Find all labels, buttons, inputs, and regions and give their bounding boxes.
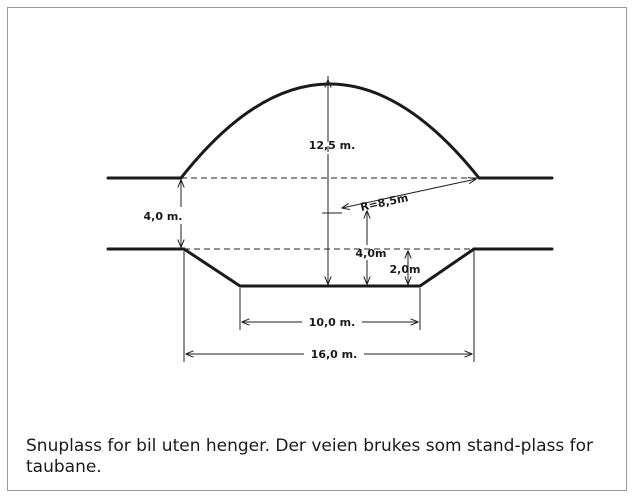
label-gap-4-0-left: 4,0 m. xyxy=(144,210,183,223)
dim-arrow-radius xyxy=(342,179,476,208)
pocket-outline xyxy=(182,247,476,288)
label-width-16-0: 16,0 m. xyxy=(311,348,358,361)
figure-caption: Snuplass for bil uten henger. Der veien … xyxy=(26,436,594,477)
label-width-10-0: 10,0 m. xyxy=(309,316,356,329)
label-radius: R=8,5m xyxy=(359,191,409,214)
turnaround-arc xyxy=(179,82,481,180)
label-depth-4-0: 4,0m xyxy=(356,247,387,260)
label-depth-2-0: 2,0m xyxy=(390,263,421,276)
label-height-12-5: 12,5 m. xyxy=(309,139,356,152)
